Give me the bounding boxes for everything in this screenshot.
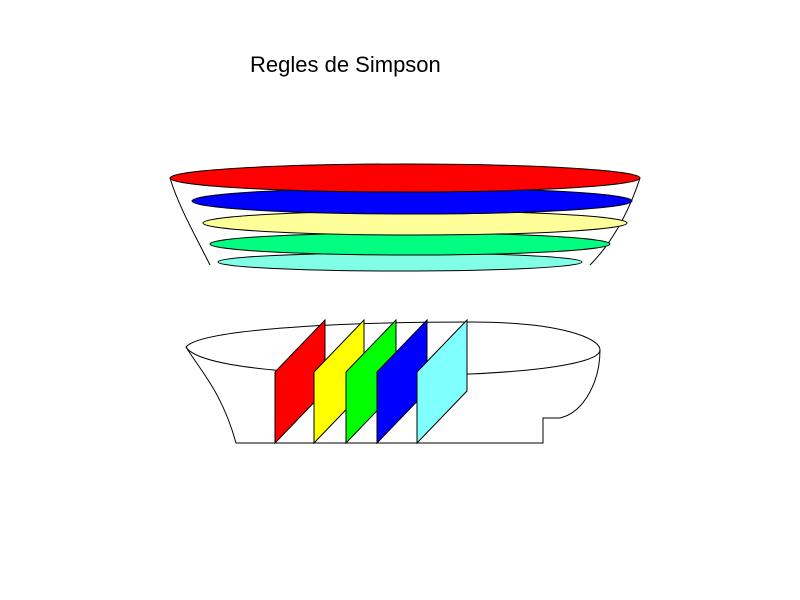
section-1 xyxy=(274,318,326,445)
hull-with-sections xyxy=(185,318,601,445)
waterplane-5 xyxy=(217,252,583,272)
waterplane-3 xyxy=(202,210,628,236)
section-5 xyxy=(416,318,468,445)
waterplane-stack xyxy=(169,163,641,272)
waterplane-4 xyxy=(209,232,611,256)
waterplane-1 xyxy=(169,163,641,193)
figure-title: Regles de Simpson xyxy=(250,52,441,77)
hull-side-outline xyxy=(185,346,601,444)
section-4 xyxy=(376,318,428,445)
upper-hull-outline xyxy=(169,177,641,266)
